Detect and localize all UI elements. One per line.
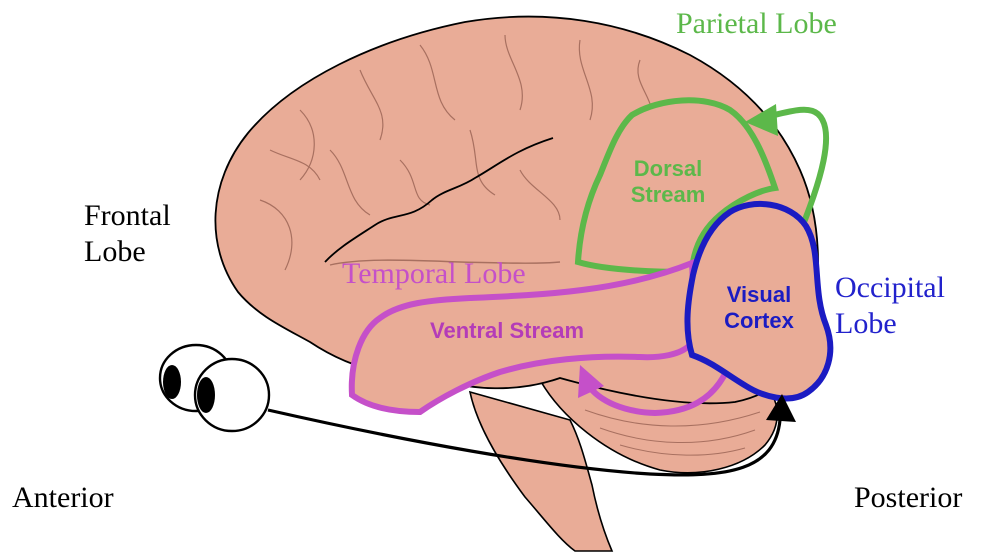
visual-cortex-label-line1: Visual	[700, 282, 818, 308]
occipital-lobe-label-line1: Occipital	[835, 270, 945, 306]
anterior-label: Anterior	[12, 480, 114, 516]
visual-cortex-label: Visual Cortex	[700, 282, 818, 334]
eyes-icon	[160, 345, 269, 431]
occipital-lobe-label-line2: Lobe	[835, 306, 945, 342]
dorsal-stream-label-line2: Stream	[608, 182, 728, 208]
posterior-label: Posterior	[854, 480, 962, 516]
frontal-lobe-label: Frontal Lobe	[84, 198, 171, 270]
visual-cortex-label-line2: Cortex	[700, 308, 818, 334]
frontal-lobe-label-line1: Frontal	[84, 198, 171, 234]
dorsal-stream-label-line1: Dorsal	[608, 156, 728, 182]
temporal-lobe-label: Temporal Lobe	[342, 256, 526, 292]
parietal-lobe-label: Parietal Lobe	[676, 6, 837, 42]
occipital-lobe-label: Occipital Lobe	[835, 270, 945, 342]
frontal-lobe-label-line2: Lobe	[84, 234, 171, 270]
dorsal-stream-label: Dorsal Stream	[608, 156, 728, 208]
ventral-stream-label: Ventral Stream	[430, 318, 584, 344]
